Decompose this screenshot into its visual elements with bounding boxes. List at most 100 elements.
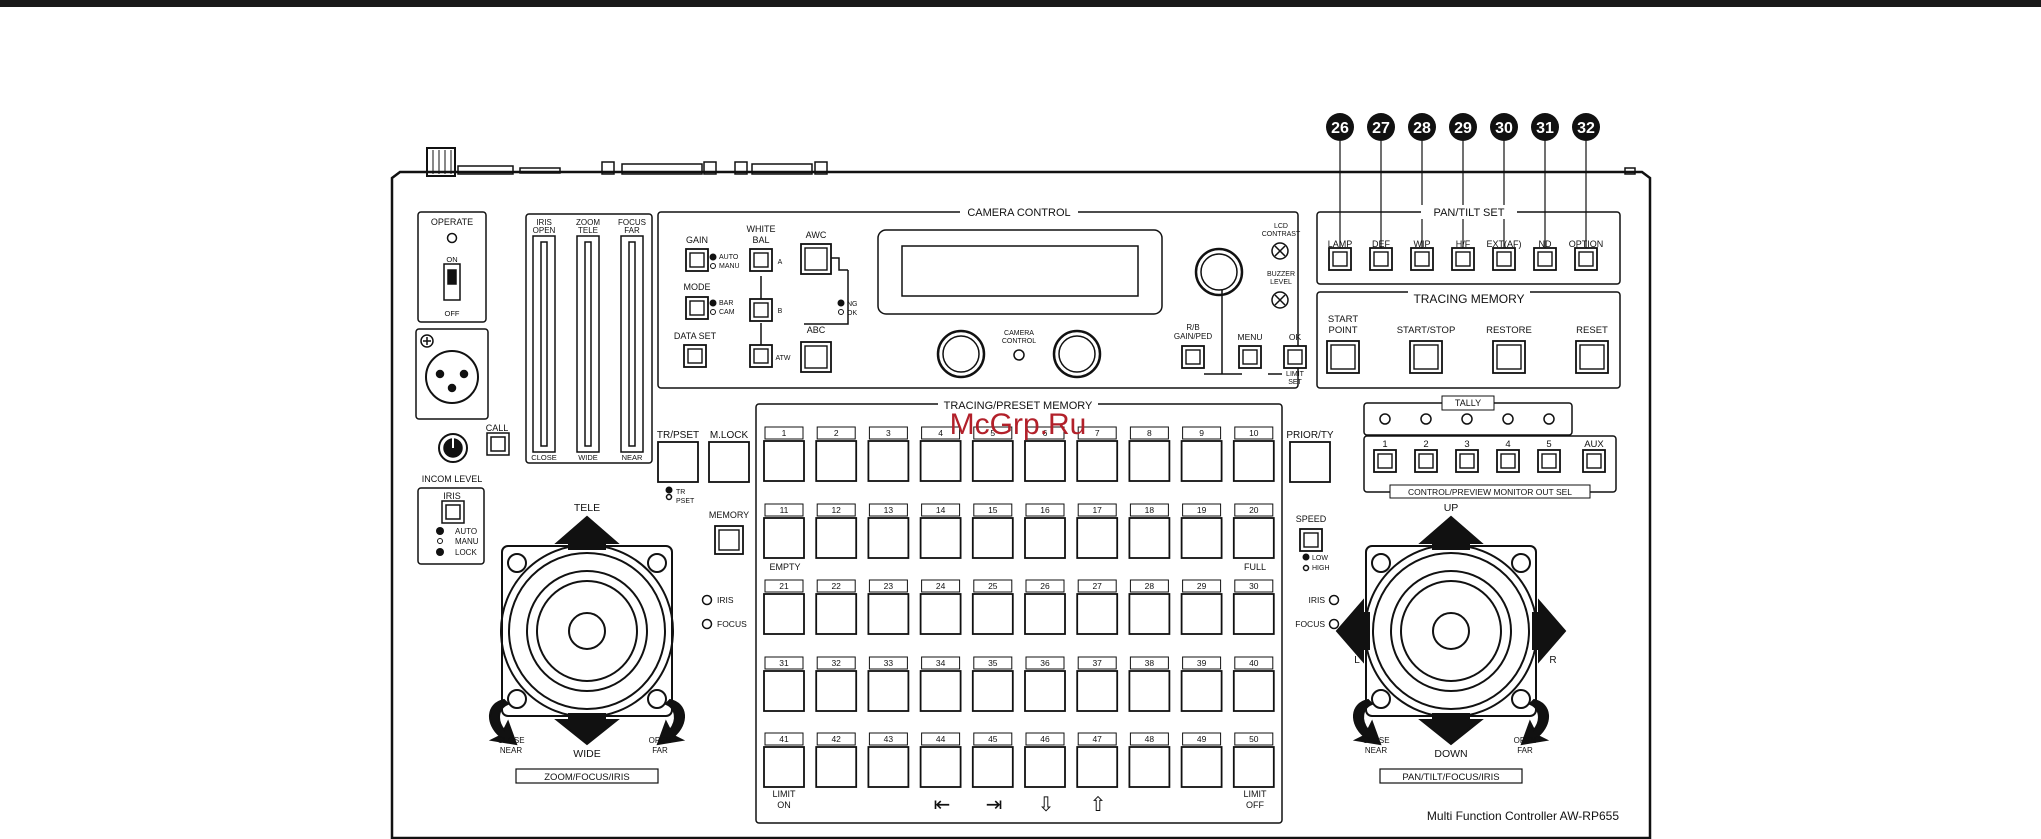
preset-47[interactable]: 47 [1076, 732, 1119, 788]
priority-label: PRIOR/TY [1286, 430, 1334, 441]
pan-tilt-button-extaf[interactable] [1492, 247, 1516, 271]
svg-text:45: 45 [988, 734, 998, 744]
preset-22[interactable]: 22 [815, 579, 858, 635]
preset-6[interactable]: 6 [1024, 426, 1066, 482]
gain-button[interactable] [685, 248, 709, 272]
preset-48[interactable]: 48 [1128, 732, 1171, 788]
monitor-button-5[interactable] [1537, 449, 1561, 473]
preset-34[interactable]: 34 [919, 656, 962, 712]
tracing-label-2: RESTORE [1486, 325, 1532, 336]
preset-9[interactable]: 9 [1180, 426, 1223, 482]
pan-tilt-button-nd[interactable] [1533, 247, 1557, 271]
preset-23[interactable]: 23 [867, 579, 910, 635]
monitor-button-2[interactable] [1414, 449, 1438, 473]
preset-20[interactable]: 20 [1232, 503, 1275, 559]
monitor-label-4: 5 [1546, 439, 1551, 450]
preset-26[interactable]: 26 [1024, 579, 1066, 635]
preset-2[interactable]: 2 [815, 426, 858, 482]
preset-50[interactable]: 50 [1232, 732, 1275, 788]
monitor-button-1[interactable] [1373, 449, 1397, 473]
preset-17[interactable]: 17 [1076, 503, 1119, 559]
ok-button[interactable] [1283, 345, 1307, 369]
preset-12[interactable]: 12 [815, 503, 858, 559]
preset-28[interactable]: 28 [1128, 579, 1171, 635]
preset-31[interactable]: 31 [763, 656, 805, 712]
svg-text:28: 28 [1145, 581, 1155, 591]
preset-35[interactable]: 35 [971, 656, 1014, 712]
preset-46[interactable]: 46 [1024, 732, 1066, 788]
preset-16[interactable]: 16 [1024, 503, 1066, 559]
preset-30[interactable]: 30 [1232, 579, 1275, 635]
svg-text:42: 42 [831, 734, 841, 744]
m-lock-button[interactable] [708, 441, 750, 483]
rb-gain-ped-button[interactable] [1181, 345, 1205, 369]
pan-tilt-button-option[interactable] [1574, 247, 1598, 271]
menu-button[interactable] [1238, 345, 1262, 369]
preset-15[interactable]: 15 [971, 503, 1014, 559]
svg-text:50: 50 [1249, 734, 1259, 744]
tracing-button-3[interactable] [1575, 340, 1609, 374]
preset-4[interactable]: 4 [919, 426, 962, 482]
preset-14[interactable]: 14 [919, 503, 962, 559]
preset-8[interactable]: 8 [1128, 426, 1171, 482]
abc-button[interactable] [800, 341, 832, 373]
pan-tilt-button-lamp[interactable] [1328, 247, 1352, 271]
preset-11[interactable]: 11 [763, 503, 805, 559]
preset-39[interactable]: 39 [1180, 656, 1223, 712]
speed-button[interactable] [1299, 528, 1323, 552]
empty-label: EMPTY [769, 562, 800, 572]
svg-text:30: 30 [1249, 581, 1259, 591]
preset-38[interactable]: 38 [1128, 656, 1171, 712]
preset-29[interactable]: 29 [1180, 579, 1223, 635]
preset-21[interactable]: 21 [763, 579, 805, 635]
preset-27[interactable]: 27 [1076, 579, 1119, 635]
tr-pset-button[interactable] [657, 441, 699, 483]
priority-button[interactable] [1289, 441, 1331, 483]
monitor-button-3[interactable] [1455, 449, 1479, 473]
preset-49[interactable]: 49 [1180, 732, 1223, 788]
tracing-button-1[interactable] [1409, 340, 1443, 374]
pan-tilt-button-wip[interactable] [1410, 247, 1434, 271]
preset-19[interactable]: 19 [1180, 503, 1223, 559]
preset-44[interactable]: 44 [919, 732, 962, 788]
preset-43[interactable]: 43 [867, 732, 910, 788]
top-rule [0, 0, 2041, 7]
monitor-button-aux[interactable] [1582, 449, 1606, 473]
pan-tilt-button-hf[interactable] [1451, 247, 1475, 271]
memory-label: MEMORY [709, 510, 749, 520]
white-bal-a-button[interactable] [749, 248, 773, 272]
svg-text:29: 29 [1454, 120, 1472, 137]
preset-3[interactable]: 3 [867, 426, 910, 482]
pan-tilt-set-title: PAN/TILT SET [1434, 207, 1505, 219]
buzzer-level-label-1: BUZZER [1267, 271, 1295, 278]
preset-42[interactable]: 42 [815, 732, 858, 788]
preset-37[interactable]: 37 [1076, 656, 1119, 712]
limit-on-label-1: LIMIT [772, 789, 796, 799]
tracing-button-2[interactable] [1492, 340, 1526, 374]
preset-5[interactable]: 5 [971, 426, 1014, 482]
preset-32[interactable]: 32 [815, 656, 858, 712]
preset-24[interactable]: 24 [919, 579, 962, 635]
memory-button[interactable] [714, 525, 744, 555]
meter-zoom-wide: WIDE [578, 453, 598, 462]
preset-36[interactable]: 36 [1024, 656, 1066, 712]
awc-button[interactable] [800, 243, 832, 275]
preset-13[interactable]: 13 [867, 503, 910, 559]
preset-41[interactable]: 41 [763, 732, 805, 788]
mode-button[interactable] [685, 296, 709, 320]
preset-10[interactable]: 10 [1232, 426, 1275, 482]
preset-33[interactable]: 33 [867, 656, 910, 712]
preset-1[interactable]: 1 [763, 426, 805, 482]
preset-25[interactable]: 25 [971, 579, 1014, 635]
preset-7[interactable]: 7 [1076, 426, 1119, 482]
preset-45[interactable]: 45 [971, 732, 1014, 788]
monitor-button-4[interactable] [1496, 449, 1520, 473]
white-bal-atw-button[interactable] [749, 344, 773, 368]
white-bal-b-button[interactable] [749, 298, 773, 322]
close-near-left-1: CLOSE [497, 736, 524, 745]
preset-40[interactable]: 40 [1232, 656, 1275, 712]
tracing-button-0[interactable] [1326, 340, 1360, 374]
preset-18[interactable]: 18 [1128, 503, 1171, 559]
data-set-button[interactable] [683, 344, 707, 368]
pan-tilt-button-def[interactable] [1369, 247, 1393, 271]
